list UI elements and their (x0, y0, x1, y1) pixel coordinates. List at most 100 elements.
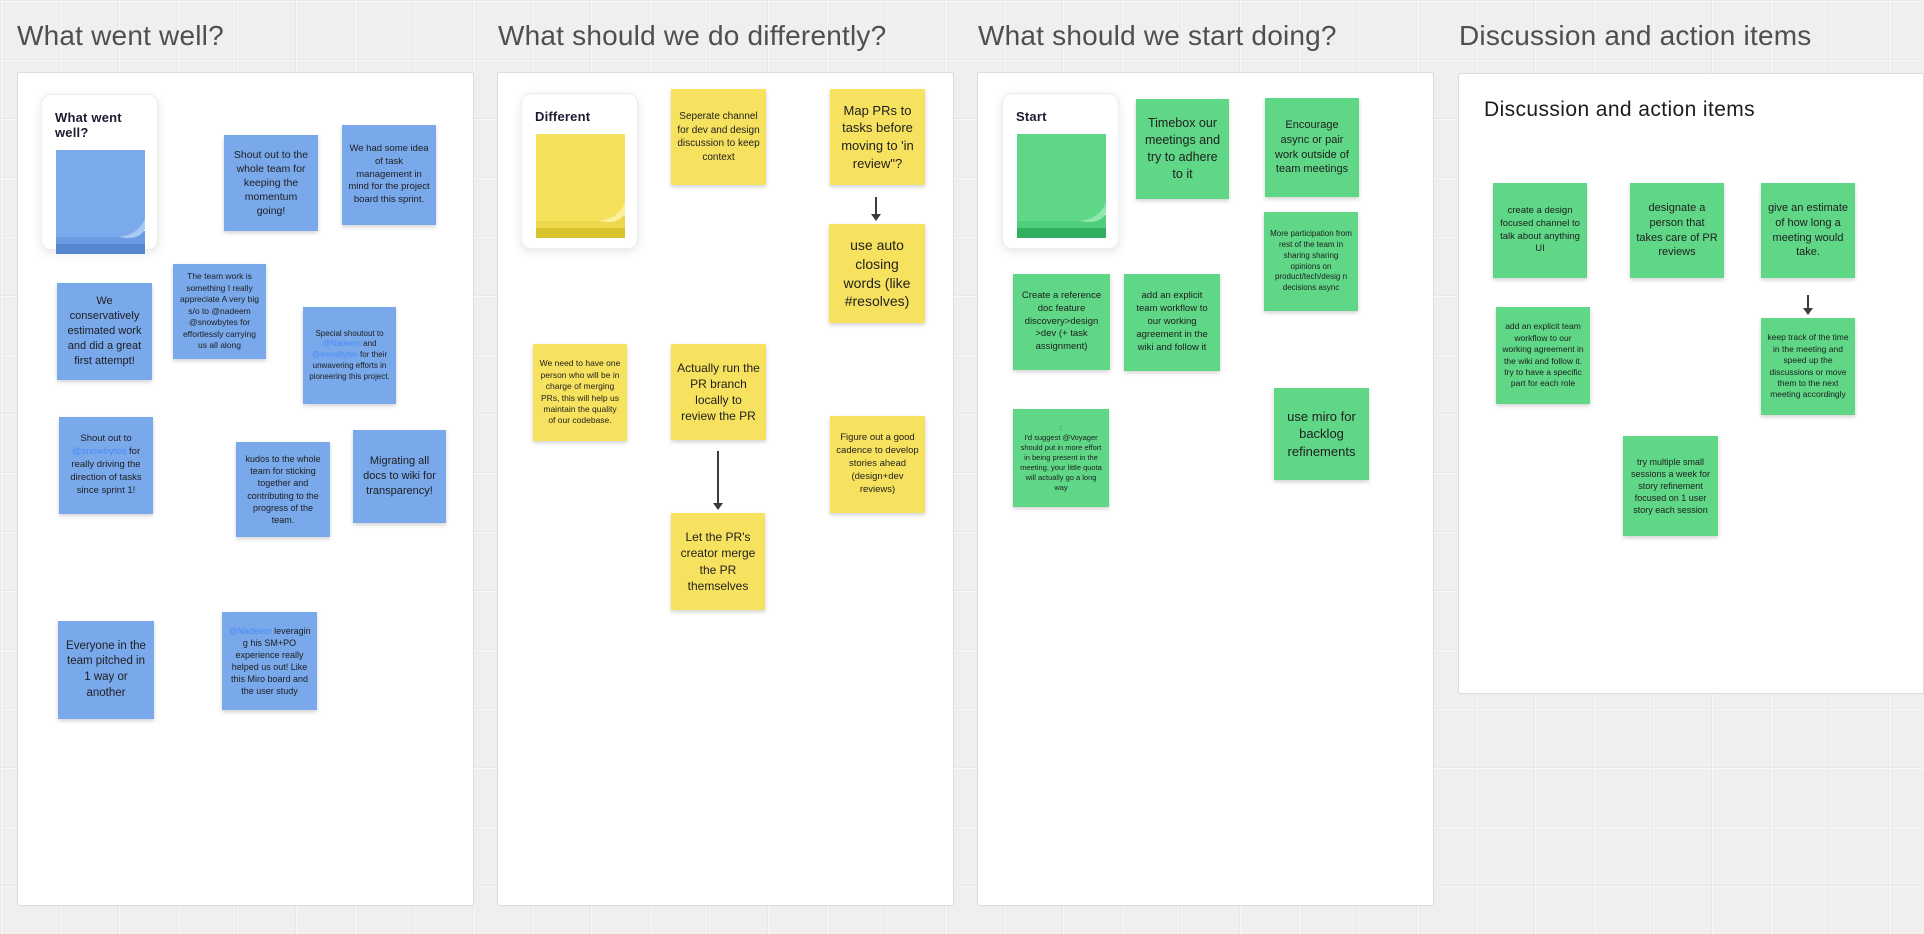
note-text-segment: Map PRs to tasks before moving to 'in re… (841, 102, 914, 171)
note-text-segment: designate a person that takes care of PR… (1636, 201, 1718, 259)
note-text-segment: Let the PR's creator merge the PR themse… (680, 530, 756, 593)
sticky-note[interactable]: add an explicit team workflow to our wor… (1124, 274, 1220, 371)
sticky-pad-icon (536, 134, 625, 238)
sticky-note-text: Create a reference doc feature discovery… (1019, 290, 1104, 354)
sticky-note-text: More participation from rest of the team… (1270, 229, 1352, 294)
arrow-line (875, 197, 877, 214)
note-text-segment: use miro for backlog refinements (1287, 408, 1356, 459)
template-card[interactable]: Different (521, 93, 638, 249)
note-text-segment: We conservatively estimated work and did… (67, 295, 142, 367)
note-text-segment: Shout out to (80, 433, 132, 445)
note-text-segment: and (360, 339, 377, 349)
sticky-note-text: Let the PR's creator merge the PR themse… (677, 529, 759, 594)
sticky-note[interactable]: We had some idea of task management in m… (342, 125, 436, 225)
sticky-note-text: Seperate channel for dev and design disc… (677, 110, 760, 164)
connector-arrow[interactable] (1803, 295, 1813, 315)
card-title: Start (1016, 109, 1047, 124)
sticky-note[interactable]: Actually run the PR branch locally to re… (671, 344, 766, 440)
sticky-note[interactable]: create a design focused channel to talk … (1493, 183, 1587, 278)
mention: @Nadeem (228, 625, 272, 636)
note-text-segment: for really driving the direction of task… (70, 446, 142, 496)
note-text-segment: add an explicit team workflow to our wor… (1136, 290, 1208, 353)
sticky-note[interactable]: Shout out to @snowbytes for really drivi… (59, 417, 153, 514)
sticky-note-text: The team work is something I really appr… (179, 271, 260, 351)
sticky-note-text: Migrating all docs to wiki for transpare… (359, 454, 440, 499)
note-text-segment: keep track of the time in the meeting an… (1767, 332, 1849, 400)
note-text-segment: use auto closing words (like #resolves) (843, 236, 911, 310)
note-text-segment: add an explicit team workflow to our wor… (1502, 321, 1584, 389)
note-text-segment: The team work is something I really appr… (180, 271, 259, 351)
note-text-segment: for their unwavering efforts in pioneeri… (309, 350, 390, 381)
note-text-segment: Encourage async or pair work outside of … (1275, 118, 1349, 176)
sticky-note-text: @Nadeem leveragin g his SM+PO experience… (228, 625, 311, 698)
connector-arrow[interactable] (871, 197, 881, 221)
sticky-note[interactable]: Shout out to the whole team for keeping … (224, 135, 318, 231)
sticky-note[interactable]: : I'd suggest @Voyager should put in mor… (1013, 409, 1109, 507)
sticky-note[interactable]: Let the PR's creator merge the PR themse… (671, 513, 765, 610)
sticky-note[interactable]: Special shoutout to @Nadeem and @snowbyt… (303, 307, 396, 404)
note-text-segment: We need to have one person who will be i… (539, 358, 621, 426)
note-text-segment: Special shoutout to (315, 328, 384, 338)
sticky-note[interactable]: Everyone in the team pitched in 1 way or… (58, 621, 154, 719)
frame-title-start-doing[interactable]: What should we start doing? (978, 20, 1337, 51)
sticky-note-text: give an estimate of how long a meeting w… (1767, 201, 1849, 260)
sticky-note-text: designate a person that takes care of PR… (1636, 201, 1718, 260)
sticky-note-text: try multiple small sessions a week for s… (1629, 456, 1712, 517)
sticky-note[interactable]: use auto closing words (like #resolves) (829, 224, 925, 323)
sticky-note[interactable]: More participation from rest of the team… (1264, 212, 1358, 311)
sticky-note[interactable]: Encourage async or pair work outside of … (1265, 98, 1359, 197)
sticky-pad-icon (56, 150, 145, 254)
sticky-note[interactable]: Map PRs to tasks before moving to 'in re… (830, 89, 925, 185)
template-card[interactable]: What went well? (41, 94, 158, 254)
note-text-segment: Everyone in the team pitched in 1 way or… (66, 639, 146, 699)
sticky-note[interactable]: Migrating all docs to wiki for transpare… (353, 430, 446, 523)
sticky-note[interactable]: keep track of the time in the meeting an… (1761, 318, 1855, 415)
sticky-note[interactable]: use miro for backlog refinements (1274, 388, 1369, 480)
sticky-note-text: Special shoutout to @Nadeem and @snowbyt… (309, 329, 390, 383)
sticky-note[interactable]: try multiple small sessions a week for s… (1623, 436, 1718, 536)
sticky-note-text: Everyone in the team pitched in 1 way or… (64, 639, 148, 701)
sticky-note[interactable]: give an estimate of how long a meeting w… (1761, 183, 1855, 278)
frame-title-what-went-well[interactable]: What went well? (17, 20, 224, 51)
card-title: Different (535, 109, 591, 124)
sticky-note[interactable]: We need to have one person who will be i… (533, 344, 627, 441)
sticky-note[interactable]: add an explicit team workflow to our wor… (1496, 307, 1590, 404)
note-text-segment: Migrating all docs to wiki for transpare… (363, 455, 436, 497)
sticky-note-text: kudos to the whole team for sticking tog… (242, 453, 324, 526)
sticky-note[interactable]: Seperate channel for dev and design disc… (671, 89, 766, 185)
arrow-line (1807, 295, 1809, 308)
sticky-note[interactable]: The team work is something I really appr… (173, 264, 266, 359)
sticky-note-text: create a design focused channel to talk … (1499, 205, 1581, 256)
sticky-note-text: Timebox our meetings and try to adhere t… (1142, 115, 1223, 183)
note-text-segment: : I'd suggest @Voyager should put in mor… (1020, 422, 1102, 493)
arrow-head-icon (713, 503, 723, 510)
template-card[interactable]: Start (1002, 93, 1119, 249)
sticky-note[interactable]: Timebox our meetings and try to adhere t… (1136, 99, 1229, 199)
sticky-note[interactable]: @Nadeem leveragin g his SM+PO experience… (222, 612, 317, 710)
note-text-segment: Shout out to the whole team for keeping … (233, 148, 309, 218)
sticky-note-text: We had some idea of task management in m… (348, 143, 430, 207)
sticky-note-text: Figure out a good cadence to develop sto… (836, 432, 919, 496)
frame-title-discussion[interactable]: Discussion and action items (1459, 20, 1812, 51)
arrow-head-icon (871, 214, 881, 221)
sticky-note[interactable]: Create a reference doc feature discovery… (1013, 274, 1110, 370)
arrow-line (717, 451, 719, 503)
note-text-segment: give an estimate of how long a meeting w… (1767, 201, 1849, 259)
sticky-note[interactable]: designate a person that takes care of PR… (1630, 183, 1724, 278)
sticky-note[interactable]: kudos to the whole team for sticking tog… (236, 442, 330, 537)
sticky-note-text: Actually run the PR branch locally to re… (677, 360, 760, 425)
frame-title-do-differently[interactable]: What should we do differently? (498, 20, 887, 51)
sticky-note[interactable]: We conservatively estimated work and did… (57, 283, 152, 380)
note-text-segment: try multiple small sessions a week for s… (1630, 456, 1711, 516)
section-text-title[interactable]: Discussion and action items (1484, 98, 1756, 121)
mention: @snowbytes (71, 446, 127, 458)
sticky-note-text: add an explicit team workflow to our wor… (1130, 290, 1214, 354)
note-text-segment: Actually run the PR branch locally to re… (677, 360, 760, 424)
sticky-note-text: Encourage async or pair work outside of … (1271, 118, 1353, 177)
sticky-note[interactable]: Figure out a good cadence to develop sto… (830, 416, 925, 513)
connector-arrow[interactable] (713, 451, 723, 510)
note-text-segment: Seperate channel for dev and design disc… (677, 111, 760, 163)
sticky-note-text: We conservatively estimated work and did… (63, 294, 146, 368)
sticky-note-text: use auto closing words (like #resolves) (835, 236, 919, 312)
sticky-note-text: Map PRs to tasks before moving to 'in re… (836, 102, 919, 172)
